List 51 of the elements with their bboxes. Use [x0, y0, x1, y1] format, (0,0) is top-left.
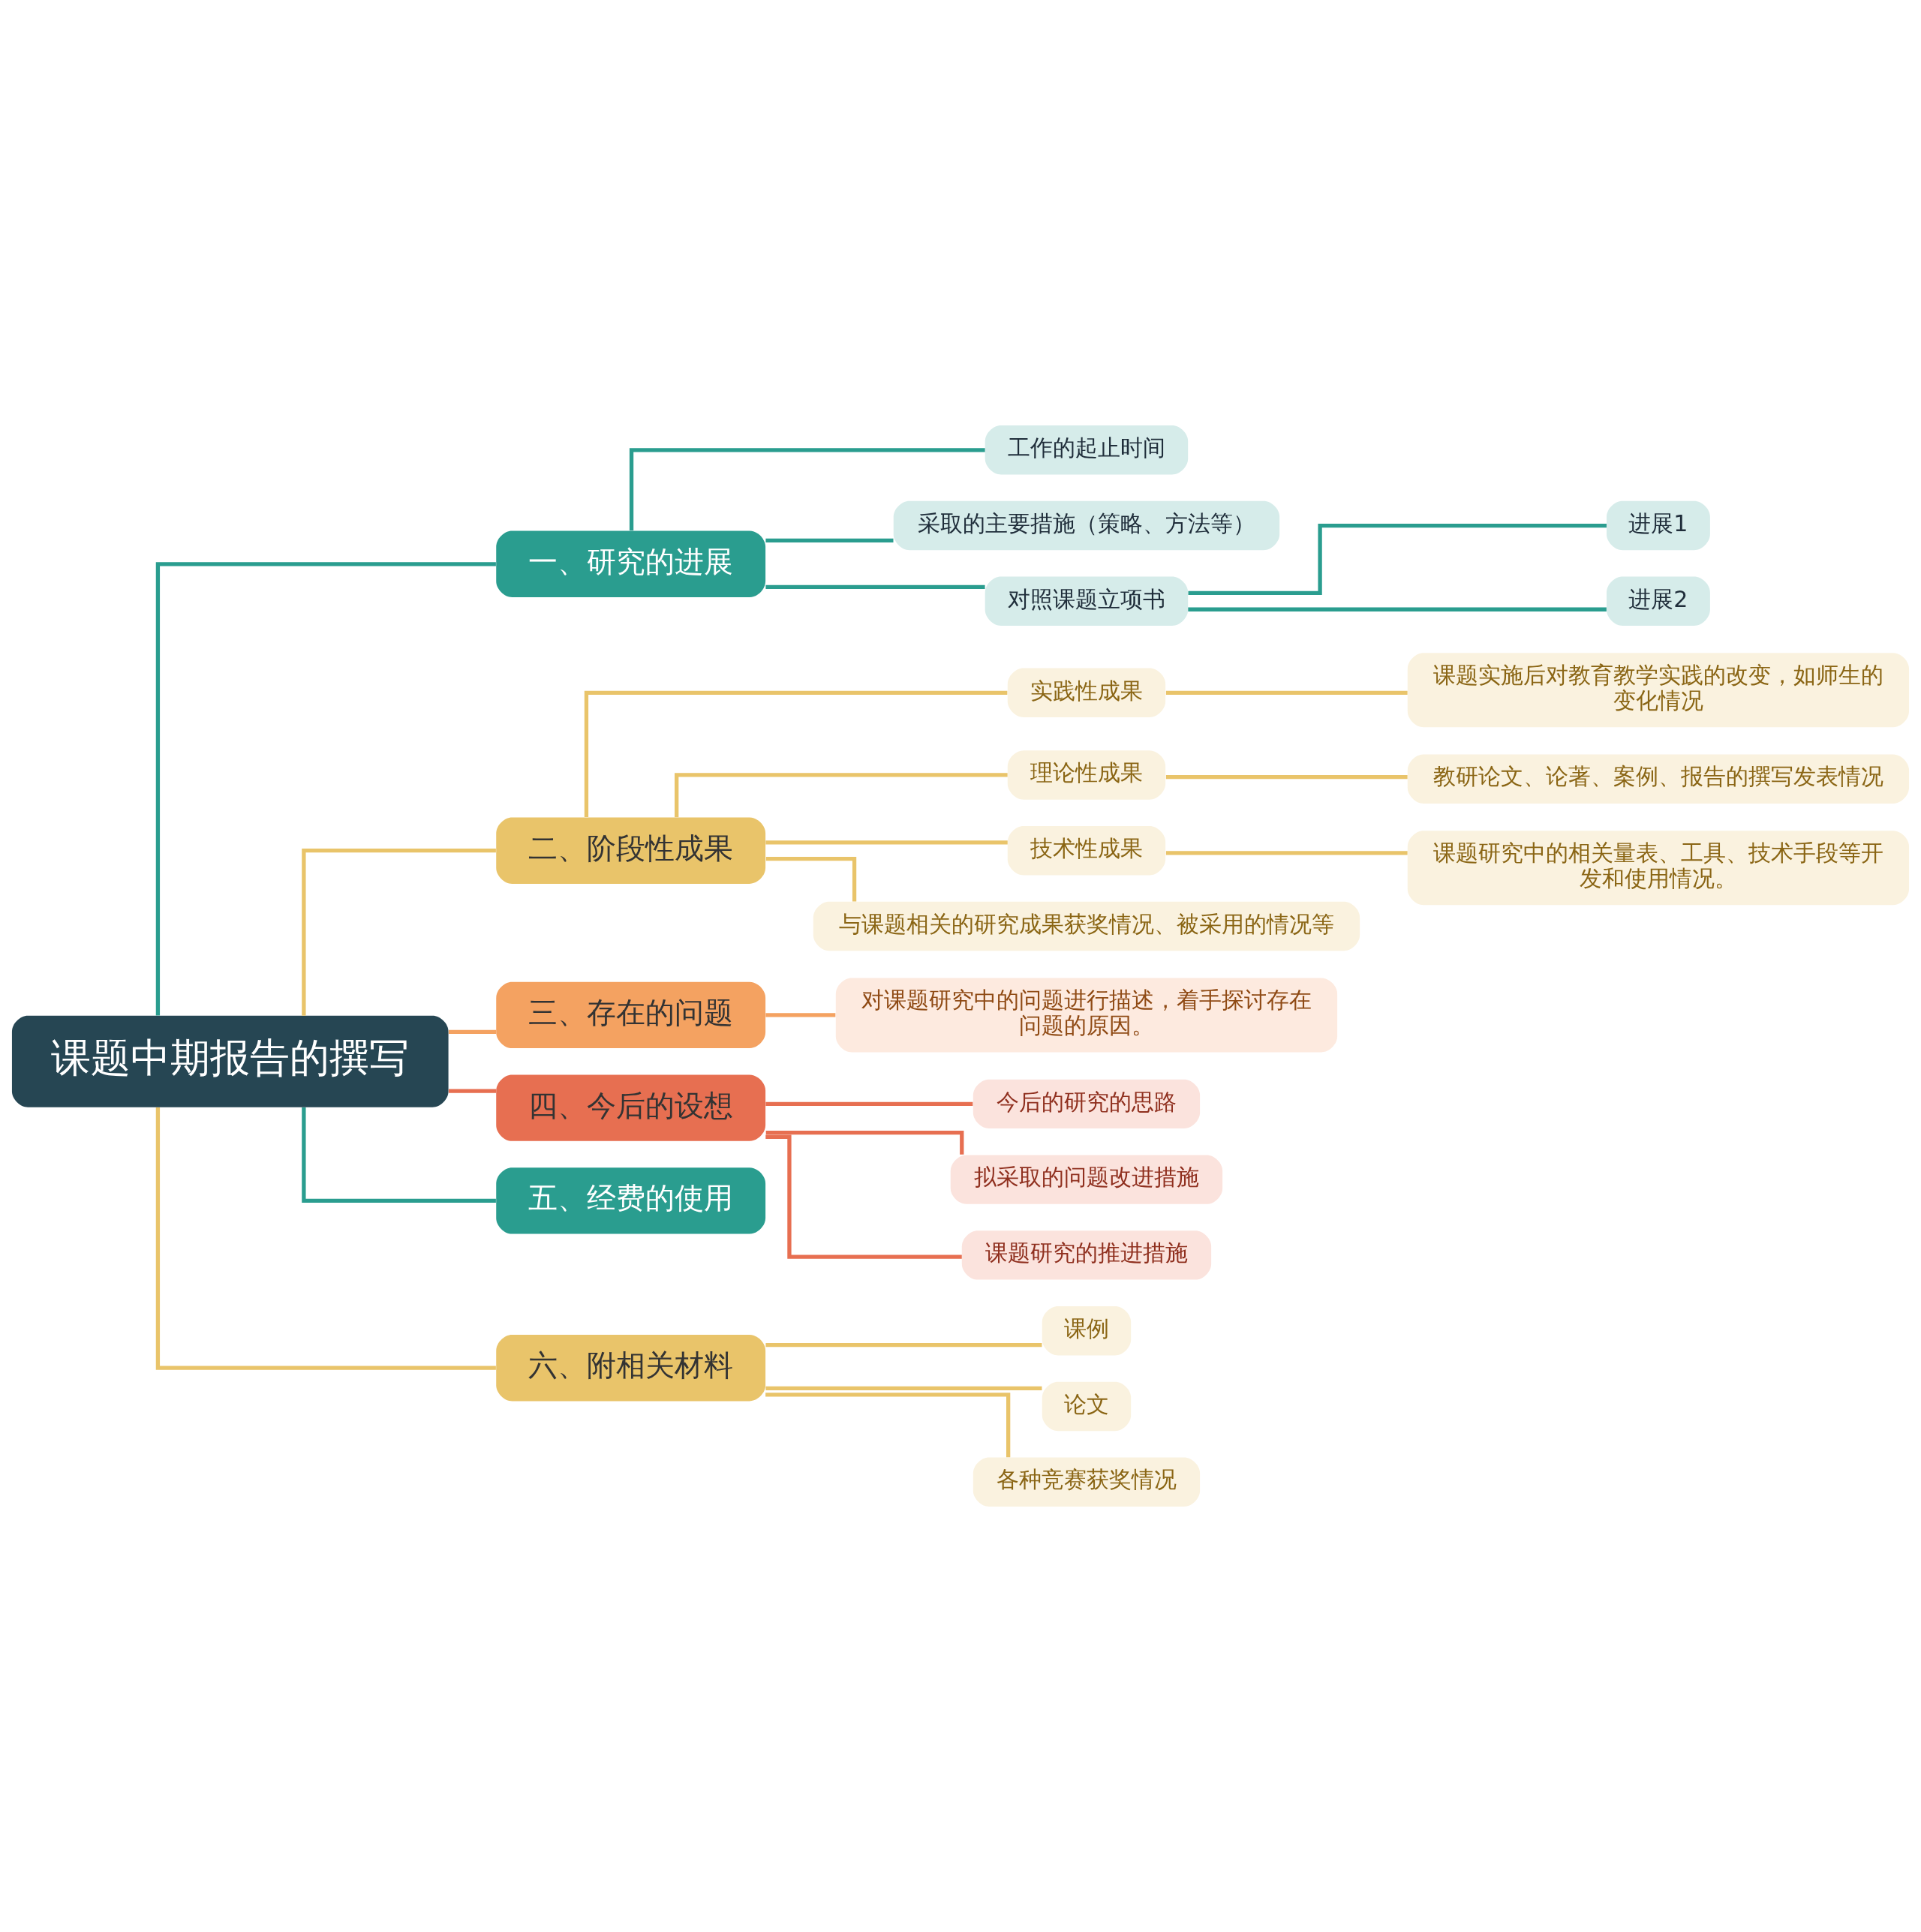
connector	[765, 840, 1008, 845]
connector	[448, 1089, 497, 1093]
node-box: 拟采取的问题改进措施	[950, 1155, 1223, 1204]
connector	[155, 1107, 496, 1370]
node-box: 今后的研究的思路	[973, 1079, 1201, 1129]
connector	[765, 1134, 962, 1259]
connector	[302, 849, 496, 1016]
connector	[765, 1131, 964, 1155]
connector	[1165, 774, 1408, 780]
node-box: 课题研究中的相关量表、工具、技术手段等开发和使用情况。	[1407, 831, 1910, 906]
connector	[1188, 607, 1607, 611]
node-box: 课题实施后对教育教学实践的改变，如师生的变化情况	[1407, 653, 1910, 728]
node-box: 课题中期报告的撰写	[11, 1015, 449, 1107]
node-box: 对课题研究中的问题进行描述，着手探讨存在问题的原因。	[835, 978, 1338, 1053]
node-box: 教研论文、论著、案例、报告的撰写发表情况	[1407, 754, 1910, 804]
connector	[155, 562, 496, 1016]
connector	[765, 1013, 836, 1017]
node-box: 课题研究的推进措施	[961, 1230, 1212, 1280]
node-box: 五、经费的使用	[496, 1167, 766, 1234]
connector	[629, 448, 985, 530]
node-box: 三、存在的问题	[496, 981, 766, 1049]
node-box: 一、研究的进展	[496, 530, 766, 597]
node-box: 进展2	[1607, 576, 1710, 626]
node-box: 论文	[1042, 1381, 1132, 1432]
connector	[765, 856, 857, 902]
node-box: 对照课题立项书	[985, 576, 1189, 626]
connector	[1165, 851, 1408, 855]
connector	[1165, 690, 1408, 695]
node-box: 课例	[1042, 1306, 1132, 1356]
node-box: 理论性成果	[1007, 750, 1166, 800]
node-box: 六、附相关材料	[496, 1335, 766, 1402]
connector	[765, 538, 894, 543]
connector	[765, 584, 985, 589]
node-box: 与课题相关的研究成果获奖情况、被采用的情况等	[813, 901, 1360, 951]
node-box: 采取的主要措施（策略、方法等）	[893, 500, 1280, 551]
connector	[765, 1343, 1042, 1348]
node-box: 二、阶段性成果	[496, 817, 766, 884]
node-box: 进展1	[1607, 500, 1710, 551]
node-box: 各种竞赛获奖情况	[973, 1457, 1201, 1507]
connector	[448, 1029, 497, 1035]
node-box: 四、今后的设想	[496, 1074, 766, 1141]
connector	[765, 1101, 973, 1106]
connector	[584, 690, 1008, 818]
connector	[302, 1107, 496, 1203]
connector	[675, 773, 1008, 818]
connector	[765, 1386, 1042, 1390]
node-box: 技术性成果	[1007, 826, 1166, 876]
node-box: 实践性成果	[1007, 668, 1166, 717]
connector	[765, 1393, 1011, 1458]
node-box: 工作的起止时间	[985, 425, 1189, 475]
connector	[1188, 523, 1607, 596]
